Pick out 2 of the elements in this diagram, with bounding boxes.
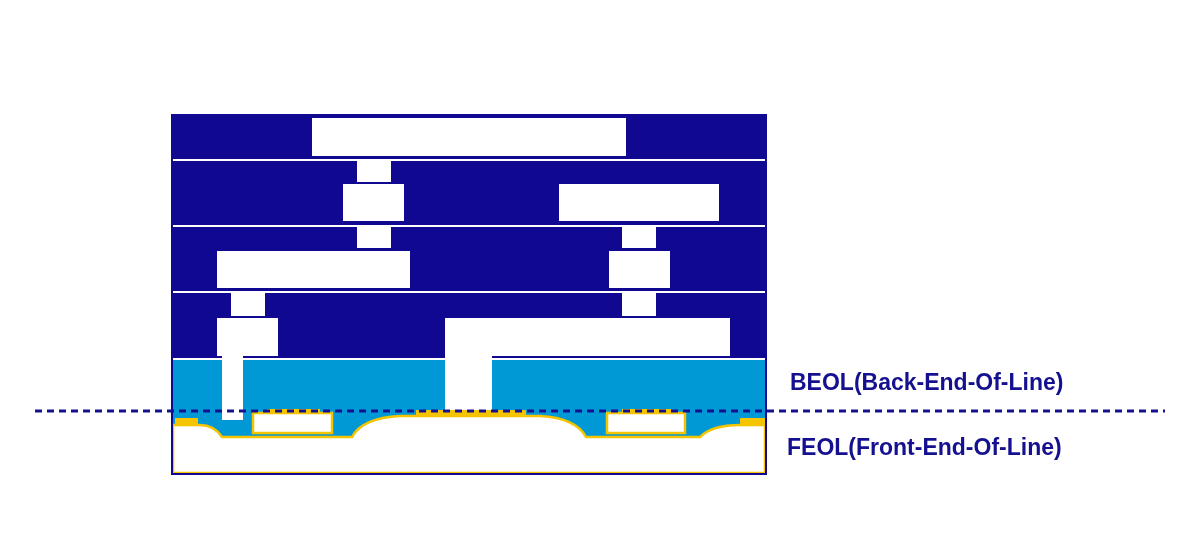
layer-label: BEOL(Back-End-Of-Line)	[790, 368, 1064, 396]
layer-label: FEOL(Front-End-Of-Line)	[787, 433, 1062, 461]
